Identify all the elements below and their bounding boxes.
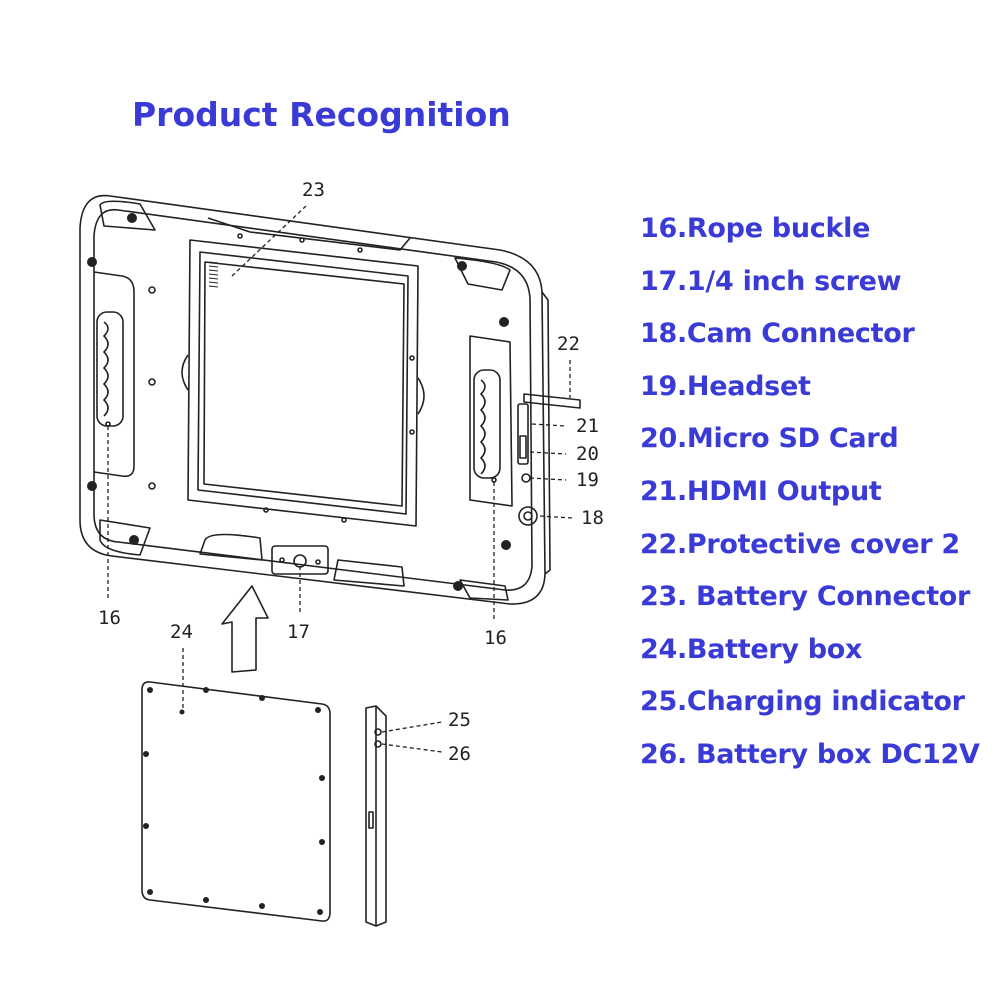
callout-26: 26 [448, 743, 471, 765]
callout-20: 20 [576, 443, 599, 465]
legend-item: 22.Protective cover 2 [640, 528, 960, 560]
legend-item: 19.Headset [640, 370, 811, 402]
callout-17: 17 [287, 621, 310, 643]
legend-item: 17.1/4 inch screw [640, 265, 902, 297]
tablet-back [79, 194, 581, 605]
battery-box-side [365, 705, 387, 927]
legend-item: 18.Cam Connector [640, 318, 915, 350]
callout-16-right: 16 [484, 627, 507, 649]
legend-item: 25.Charging indicator [640, 686, 965, 718]
callout-19: 19 [576, 469, 599, 491]
legend-item: 26. Battery box DC12V [640, 738, 980, 770]
callout-18: 18 [581, 507, 604, 529]
callout-23: 23 [302, 179, 325, 201]
callout-16-left: 16 [98, 607, 121, 629]
legend-item: 24.Battery box [640, 633, 863, 665]
legend-item: 20.Micro SD Card [640, 423, 899, 455]
callout-22: 22 [557, 333, 580, 355]
insert-arrow [221, 585, 269, 673]
callout-25: 25 [448, 709, 471, 731]
callout-24: 24 [170, 621, 193, 643]
legend-item: 23. Battery Connector [640, 581, 971, 613]
legend-item: 21.HDMI Output [640, 475, 882, 507]
legend-item: 16.Rope buckle [640, 213, 871, 244]
battery-box [141, 681, 331, 922]
callout-21: 21 [576, 415, 599, 437]
parts-legend: 16.Rope buckle 17.1/4 inch screw 18.Cam … [640, 208, 980, 787]
page-title: Product Recognition [132, 95, 511, 134]
